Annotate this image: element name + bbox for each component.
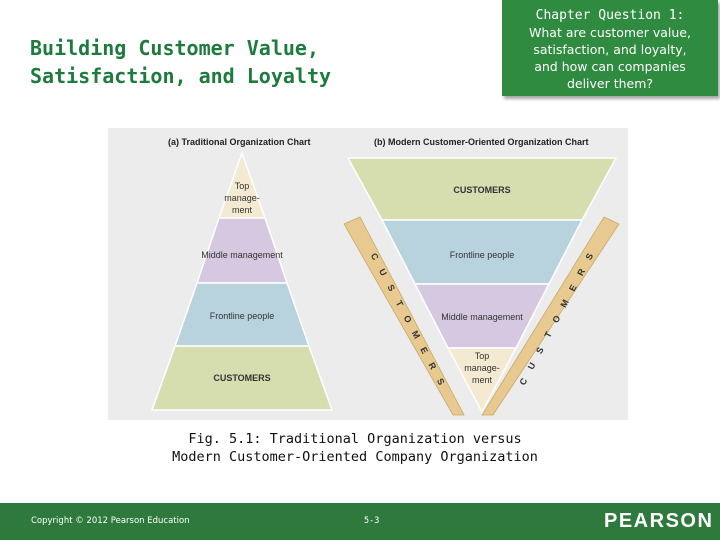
pyramid-middle-label: Middle management	[201, 250, 283, 260]
left-side-letter-7: E	[418, 345, 430, 355]
figure-caption-line-1: Fig. 5.1: Traditional Organization versu…	[188, 431, 522, 447]
pyramid-customers-tier	[150, 345, 334, 411]
slide-title-line-1: Building Customer Value,	[30, 36, 319, 60]
inverted-pyramid	[346, 157, 618, 414]
figure-caption: Fig. 5.1: Traditional Organization versu…	[130, 430, 580, 466]
side-band-right	[481, 216, 620, 416]
left-side-letter-8: R	[427, 361, 439, 372]
pyramid-top-label-1: Top	[235, 181, 250, 191]
pyramid-customers-label: CUSTOMERS	[213, 373, 270, 383]
right-side-letter-7: E	[567, 283, 579, 293]
callout-line-2: What are customer value,	[529, 25, 691, 40]
pyramid-top-label-3: ment	[232, 205, 253, 215]
traditional-pyramid	[150, 150, 334, 411]
right-side-letter-5: O	[550, 314, 562, 325]
left-side-letter-9: S	[435, 377, 447, 387]
figure-caption-line-2: Modern Customer-Oriented Company Organiz…	[172, 449, 538, 465]
left-side-letter-3: S	[385, 283, 397, 293]
pyramid-frontline-label: Frontline people	[210, 311, 275, 321]
page-number: 5-3	[364, 516, 380, 526]
right-side-customers-letters: CUSTOMERS	[517, 252, 595, 387]
right-side-letter-1: C	[517, 376, 529, 387]
slide-title: Building Customer Value, Satisfaction, a…	[30, 34, 450, 90]
callout-line-4: and how can companies	[534, 59, 686, 74]
footer-bar: Copyright © 2012 Pearson Education 5-3 P…	[0, 503, 720, 540]
right-side-letter-9: S	[584, 252, 596, 262]
right-side-letter-3: S	[534, 345, 546, 355]
left-side-letter-6: M	[410, 329, 422, 340]
left-side-letter-4: T	[394, 299, 406, 309]
slide-title-line-2: Satisfaction, and Loyalty	[30, 64, 332, 88]
callout-line-1: Chapter Question 1:	[535, 8, 685, 23]
left-side-letter-2: U	[377, 267, 389, 277]
right-chart-title: (b) Modern Customer-Oriented Organizatio…	[374, 137, 589, 147]
callout-line-3: satisfaction, and loyalty,	[533, 42, 687, 57]
pearson-logo: PEARSON	[604, 510, 714, 532]
copyright-text: Copyright © 2012 Pearson Education	[31, 516, 190, 526]
right-side-letter-2: U	[526, 361, 538, 371]
inverted-top-label-1: Top	[475, 351, 490, 361]
side-band-left	[343, 216, 465, 416]
inverted-customers-label: CUSTOMERS	[453, 185, 510, 195]
inverted-top-label-3: ment	[472, 375, 493, 385]
left-chart-title: (a) Traditional Organization Chart	[168, 137, 311, 147]
right-side-letter-6: M	[558, 298, 570, 309]
right-side-letter-4: T	[542, 329, 554, 339]
left-side-letter-5: O	[402, 314, 414, 325]
left-side-customers-letters: CUSTOMERS	[369, 251, 447, 386]
chapter-question-callout: Chapter Question 1: What are customer va…	[502, 0, 718, 96]
right-side-letter-8: R	[575, 267, 587, 278]
inverted-top-tier	[446, 347, 518, 414]
organization-chart-figure: (a) Traditional Organization Chart (b) M…	[108, 128, 628, 420]
inverted-middle-label: Middle management	[441, 312, 523, 322]
inverted-top-label-2: manage-	[464, 363, 500, 373]
callout-line-5: deliver them?	[566, 76, 654, 91]
inverted-frontline-label: Frontline people	[450, 250, 515, 260]
pyramid-top-label-2: manage-	[224, 193, 260, 203]
left-side-letter-1: C	[369, 251, 381, 262]
